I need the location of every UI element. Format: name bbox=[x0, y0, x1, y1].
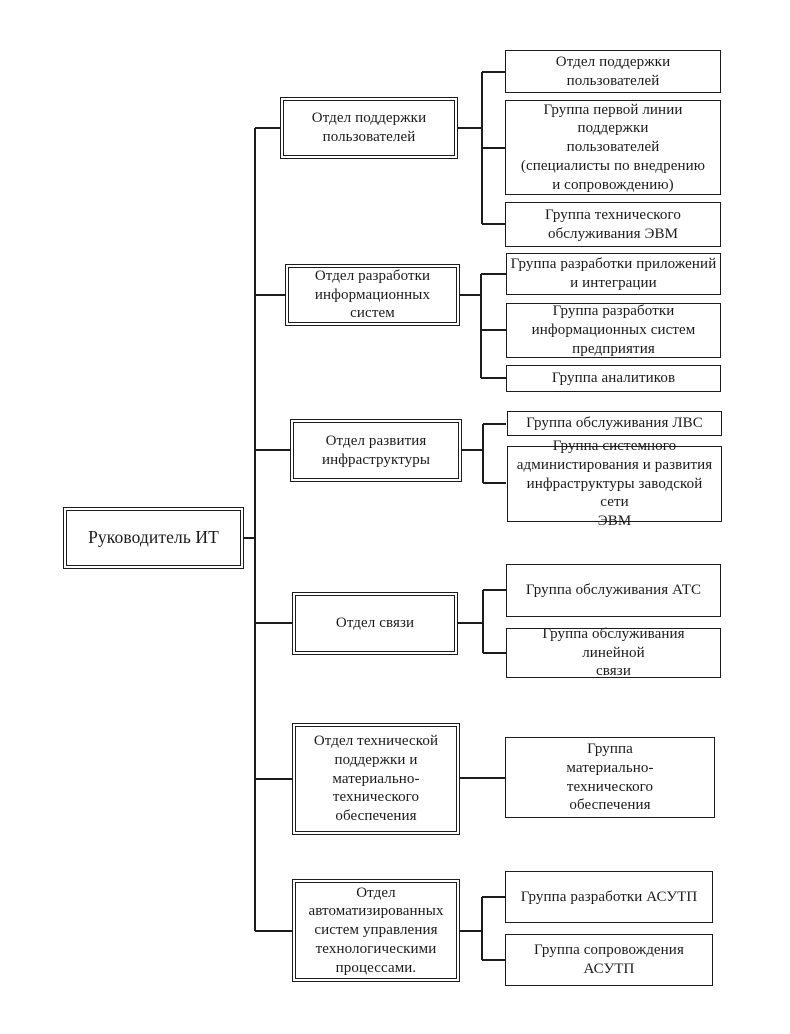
node-group-analysts: Группа аналитиков bbox=[506, 365, 721, 392]
node-head-of-it: Руководитель ИТ bbox=[63, 507, 244, 569]
node-group-sysadmin-network: Группа системного администирования и раз… bbox=[507, 438, 722, 529]
node-group-logistics: Группа материально- технического обеспеч… bbox=[505, 737, 715, 818]
node-group-apcs-support: Группа сопровождения АСУТП bbox=[505, 934, 713, 986]
node-dept-tech-support-logistics: Отдел технической поддержки и материальн… bbox=[292, 723, 460, 835]
node-group-user-support-office: Отдел поддержки пользователей bbox=[505, 50, 721, 93]
node-group-line-communications: Группа обслуживания линейной связи bbox=[506, 626, 721, 679]
node-dept-apcs: Отдел автоматизированных систем управлен… bbox=[292, 879, 460, 982]
node-group-lan-service: Группа обслуживания ЛВС bbox=[507, 411, 722, 436]
node-group-computer-maintenance: Группа технического обслуживания ЭВМ bbox=[505, 202, 721, 247]
node-dept-communications: Отдел связи bbox=[292, 592, 458, 655]
node-dept-user-support: Отдел поддержки пользователей bbox=[280, 97, 458, 159]
node-group-apcs-development: Группа разработки АСУТП bbox=[505, 871, 713, 923]
node-group-enterprise-is-development: Группа разработки информационных систем … bbox=[506, 303, 721, 358]
node-group-first-line-support: Группа первой линии поддержки пользовате… bbox=[505, 100, 721, 195]
node-group-pbx-service: Группа обслуживания АТС bbox=[506, 564, 721, 617]
node-dept-is-development: Отдел разработки информационных систем bbox=[285, 264, 460, 326]
node-dept-infrastructure: Отдел развития инфраструктуры bbox=[290, 419, 462, 482]
node-group-app-development-integration: Группа разработки приложений и интеграци… bbox=[506, 253, 721, 295]
